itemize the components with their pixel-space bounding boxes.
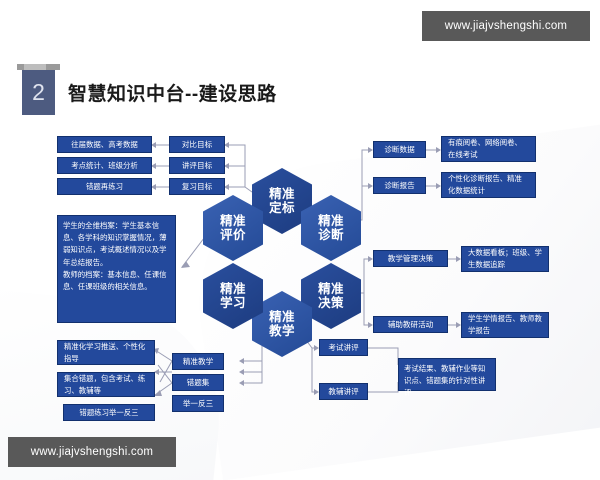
- teaching-box: 教辅讲评: [319, 383, 368, 400]
- hexagon-label-line2: 诊断: [318, 228, 344, 242]
- decision-box: 辅助教研活动: [373, 316, 448, 333]
- page-title: 智慧知识中台--建设思路: [68, 84, 277, 105]
- diagnosis-box: 诊断报告: [373, 177, 426, 194]
- diagnosis-box: 诊断数据: [373, 141, 426, 158]
- decision-box: 教学管理决策: [373, 250, 448, 267]
- goal-box: 讲评目标: [169, 157, 225, 174]
- teaching-detail-box: 考试结果、教辅作业等知识点、错题集的针对性讲评: [398, 358, 496, 397]
- hexagon-label-line1: 精准: [269, 187, 295, 201]
- evaluation-detail-box: 学生的全维档案：学生基本信息、各学科的知识掌握情况，薄弱知识点，考试概述情况以及…: [57, 215, 176, 323]
- learning-box: 错题集: [172, 374, 224, 391]
- diagnosis-detail-box: 个性化诊断报告、精准化数据统计: [441, 172, 536, 198]
- decision-detail-box: 学生学情报告、教师教学报告: [461, 312, 549, 338]
- decision-detail-box: 大数据看板；班级、学生数据追踪: [461, 246, 549, 272]
- goal-detail-box: 错题再练习: [57, 178, 152, 195]
- watermark-bottom: www.jiajvshengshi.com: [8, 437, 176, 467]
- goal-detail-box: 往届数据、高考数据: [57, 136, 152, 153]
- hexagon-label-line2: 评价: [220, 228, 246, 242]
- teaching-box: 考试讲评: [319, 339, 368, 356]
- diagnosis-detail-box: 有痕阅卷、网络阅卷、在线考试: [441, 136, 536, 162]
- hexagon-label-line1: 精准: [318, 214, 344, 228]
- learning-detail-box: 集合错题，包含考试、练习、教辅等: [57, 372, 155, 397]
- learning-box: 举一反三: [172, 395, 224, 412]
- hexagon-label-line2: 教学: [269, 324, 295, 338]
- slide-number-badge: 2: [17, 64, 60, 115]
- hexagon-label-line2: 学习: [220, 296, 246, 310]
- learning-detail-box: 精准化学习推送、个性化指导: [57, 340, 155, 365]
- diagram-area: 往届数据、高考数据 考点统计、班级分析 错题再练习 对比目标 讲评目标 复习目标…: [0, 120, 600, 421]
- hexagon-label-line2: 决策: [318, 296, 344, 310]
- hexagon-label-line1: 精准: [318, 282, 344, 296]
- learning-detail-box: 错题练习举一反三: [63, 404, 155, 421]
- hexagon-label-line1: 精准: [220, 282, 246, 296]
- learning-box: 精准教学: [172, 353, 224, 370]
- badge-cap-decoration: [17, 64, 60, 70]
- slide-number: 2: [32, 79, 45, 105]
- slide-title-row: 2 智慧知识中台--建设思路: [17, 64, 277, 115]
- hexagon-label-line1: 精准: [269, 310, 295, 324]
- watermark-top: www.jiajvshengshi.com: [422, 11, 590, 41]
- hexagon-label-line1: 精准: [220, 214, 246, 228]
- goal-detail-box: 考点统计、班级分析: [57, 157, 152, 174]
- hexagon-label-line2: 定标: [269, 201, 295, 215]
- goal-box: 对比目标: [169, 136, 225, 153]
- goal-box: 复习目标: [169, 178, 225, 195]
